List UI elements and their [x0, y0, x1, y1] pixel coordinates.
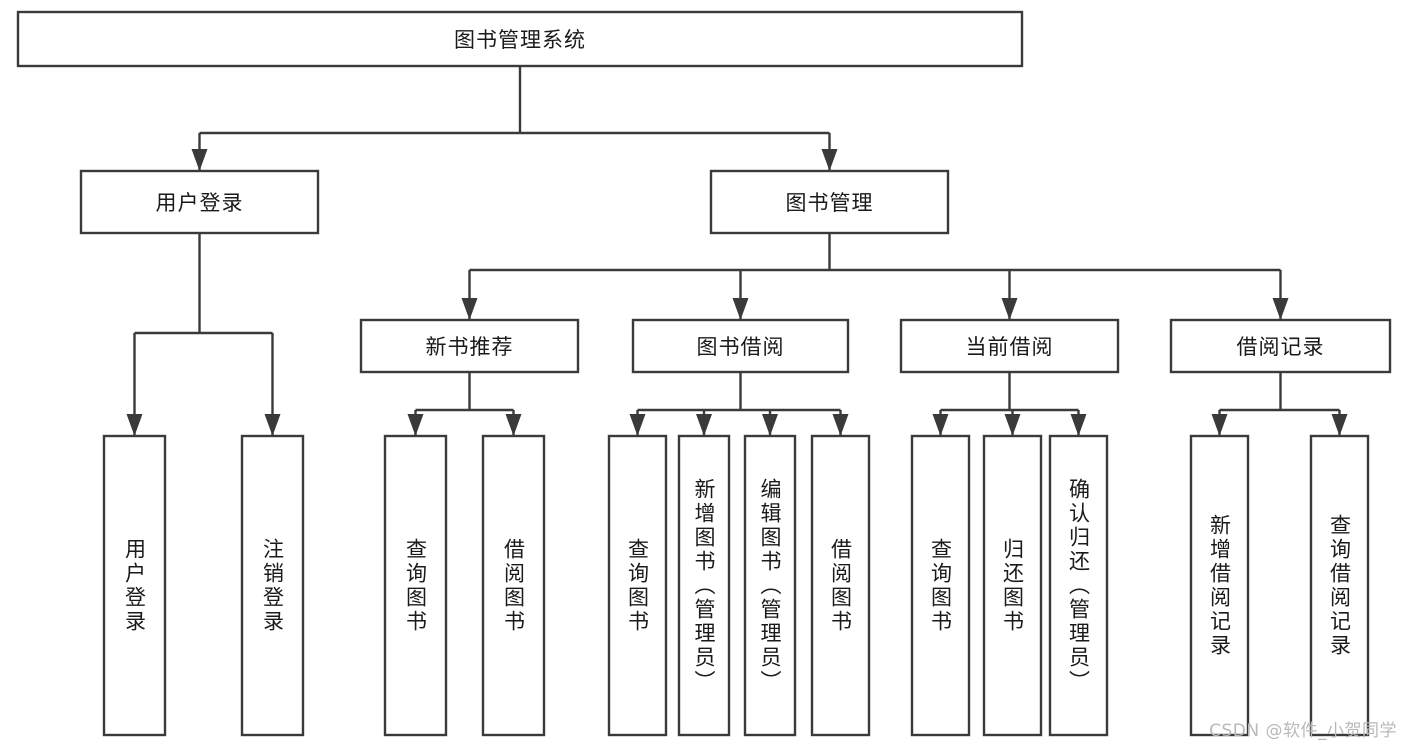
arrow-head-icon — [505, 414, 522, 436]
node-box-图书借阅[interactable] — [631, 318, 850, 374]
watermark-text: CSDN @软件_小贺同学 — [1209, 721, 1397, 741]
arrow-head-icon — [1004, 414, 1021, 436]
arrow-head-icon — [832, 414, 849, 436]
arrow-head-icon — [1331, 414, 1348, 436]
node-box-leaf-新增借阅记录[interactable] — [1189, 434, 1250, 737]
node-box-leaf-用户登录[interactable] — [102, 434, 167, 737]
node-box-leaf-查询图书[interactable] — [383, 434, 448, 737]
arrow-head-icon — [1070, 414, 1087, 436]
node-box-图书管理系统-root[interactable] — [16, 10, 1024, 68]
arrow-head-icon — [407, 414, 424, 436]
arrow-head-icon — [461, 298, 478, 320]
node-box-leaf-查询图书[interactable] — [910, 434, 971, 737]
node-box-leaf-编辑图书管理员[interactable] — [743, 434, 797, 737]
node-box-leaf-查询图书[interactable] — [607, 434, 668, 737]
arrow-head-icon — [821, 149, 838, 171]
node-box-leaf-归还图书[interactable] — [982, 434, 1043, 737]
node-box-新书推荐[interactable] — [359, 318, 580, 374]
node-box-leaf-查询借阅记录[interactable] — [1309, 434, 1370, 737]
arrow-head-icon — [696, 414, 712, 436]
arrow-head-icon — [126, 414, 143, 436]
arrow-head-icon — [732, 298, 749, 320]
arrow-head-icon — [1001, 298, 1018, 320]
arrow-head-icon — [762, 414, 778, 436]
node-box-图书管理[interactable] — [709, 169, 950, 235]
node-box-leaf-借阅图书[interactable] — [810, 434, 871, 737]
arrow-head-icon — [191, 149, 208, 171]
arrow-head-icon — [629, 414, 646, 436]
node-box-借阅记录[interactable] — [1169, 318, 1392, 374]
node-box-leaf-确认归还管理员[interactable] — [1048, 434, 1109, 737]
box-layer — [16, 10, 1392, 737]
node-box-当前借阅[interactable] — [899, 318, 1120, 374]
arrow-head-icon — [1272, 298, 1289, 320]
node-box-用户登录[interactable] — [79, 169, 320, 235]
connector-layer — [126, 66, 1348, 436]
node-box-leaf-新增图书管理员[interactable] — [677, 434, 731, 737]
arrow-head-icon — [1211, 414, 1228, 436]
node-box-leaf-注销登录[interactable] — [240, 434, 305, 737]
node-box-leaf-借阅图书[interactable] — [481, 434, 546, 737]
arrow-head-icon — [932, 414, 949, 436]
arrow-head-icon — [264, 414, 281, 436]
